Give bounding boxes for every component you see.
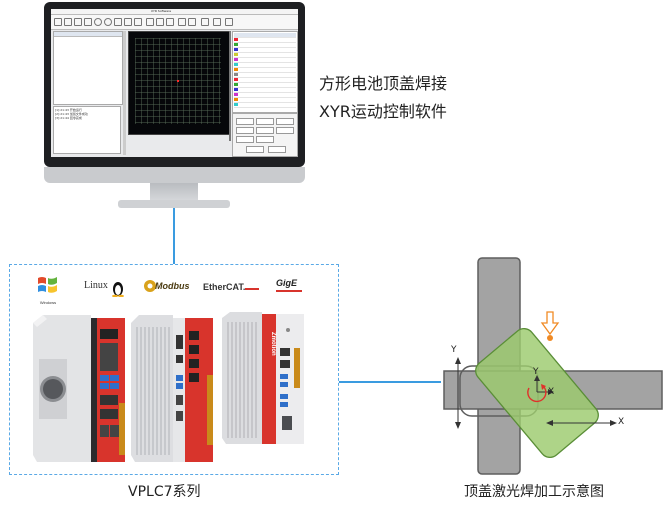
monitor-chin (44, 167, 305, 183)
battery-top-cover (475, 327, 599, 459)
gige-logo-text: GigE (276, 278, 298, 288)
software-title: XYR Software (151, 9, 172, 13)
software-caption-line1: 方形电池顶盖焊接 (319, 74, 448, 93)
controller-unit-medium (131, 315, 213, 462)
connector-controller-diagram (339, 381, 441, 383)
origin-marker (177, 80, 179, 82)
log-line: [3]:21:44 回零完成 (55, 116, 82, 120)
windows-logo: Windows (36, 274, 60, 305)
controller-caption: VPLC7系列 (128, 484, 201, 500)
software-palette (229, 31, 231, 141)
controller-brand-label: Zmotion (270, 332, 276, 356)
controller-group-box (9, 264, 339, 475)
linux-logo: Linux (84, 277, 124, 301)
log-line: [1]:21:43 开始运行 (55, 108, 82, 112)
software-statusbar (128, 135, 228, 155)
outer-y-label: Y (451, 345, 457, 355)
linux-logo-text: Linux (84, 280, 108, 291)
monitor-stand (150, 183, 198, 201)
software-caption-line2: XYR运动控制软件 (319, 102, 447, 121)
modbus-logo-text: Modbus (155, 281, 190, 291)
connector-monitor-controller (173, 208, 175, 264)
rotation-arrow (527, 386, 547, 403)
software-log: [1]:21:43 开始运行 [2]:21:43 加载文件成功 [3]:21:4… (53, 106, 121, 154)
log-line: [2]:21:43 加载文件成功 (55, 112, 88, 116)
windows-logo-text: Windows (39, 300, 57, 305)
software-file-list (53, 31, 123, 105)
laser-down-arrow (540, 311, 560, 336)
monitor-base (118, 200, 230, 208)
inner-y-label: Y (533, 367, 539, 377)
software-control-panel (232, 113, 298, 157)
inner-x-label: X (548, 387, 555, 397)
software-titlebar: XYR Software (51, 9, 298, 15)
software-canvas (128, 31, 230, 135)
outer-x-label: X (618, 417, 625, 427)
modbus-logo: Modbus (143, 279, 190, 295)
controller-unit-compact: Zmotion (222, 312, 304, 444)
software-splitter (123, 31, 126, 155)
gige-logo: GigE (276, 278, 306, 296)
ethercat-logo-text: EtherCAT. (203, 282, 246, 292)
weld-point (547, 335, 553, 341)
ethercat-logo: EtherCAT. (203, 282, 259, 296)
weld-diagram-caption: 顶盖激光焊加工示意图 (464, 484, 604, 500)
software-toolbar (51, 15, 298, 30)
controller-unit-large (33, 315, 125, 462)
software-param-table (232, 31, 298, 113)
weld-diagram-graphic (443, 257, 663, 475)
software-screenshot: XYR Software [1]:21:43 开始运行 [2]:21:43 加载… (51, 9, 298, 157)
